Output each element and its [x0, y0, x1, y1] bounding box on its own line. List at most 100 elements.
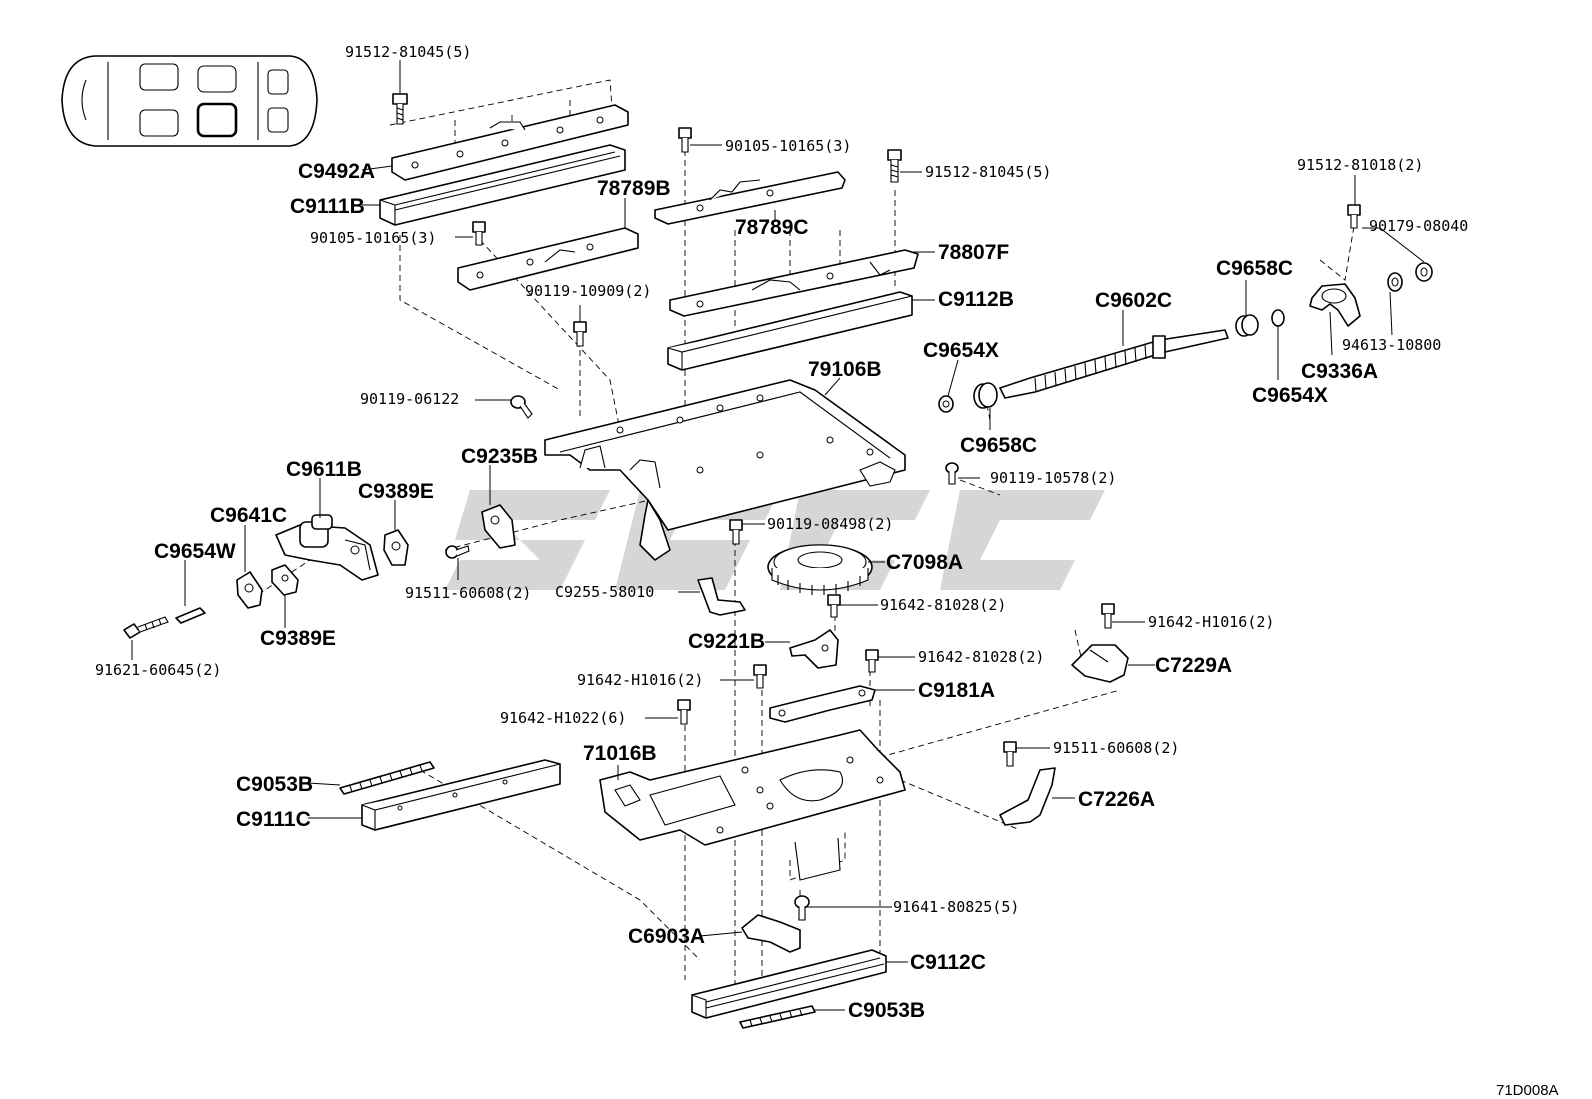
- label-c9181a: C9181A: [918, 679, 995, 702]
- screw-icon: [1003, 741, 1017, 767]
- label-91642-81028: 91642-81028(2): [918, 648, 1044, 666]
- plate-c9389e-lower: [271, 564, 299, 596]
- leader-lines: [131, 60, 1425, 1011]
- nut-icon: [1415, 262, 1433, 282]
- label-c9112c: C9112C: [910, 951, 986, 974]
- bracket-78789b: [457, 227, 639, 291]
- screw-icon: [1101, 603, 1115, 629]
- screw-icon: [510, 395, 533, 419]
- strip-c9053b: [339, 761, 435, 795]
- label-c9389e: C9389E: [358, 480, 434, 503]
- label-90119-08498: 90119-08498(2): [767, 515, 893, 533]
- label-78807f: 78807F: [938, 241, 1009, 264]
- label-91642-h1016: 91642-H1016(2): [1148, 613, 1274, 631]
- label-c9112b: C9112B: [938, 288, 1014, 311]
- plate-c9641c: [236, 571, 263, 609]
- part-labels: 91512-81045(5) C9492A C9111B 90105-10165…: [95, 43, 1559, 1099]
- label-91642-h1016: 91642-H1016(2): [577, 671, 703, 689]
- label-94613-10800: 94613-10800: [1342, 336, 1441, 354]
- label-c9336a: C9336A: [1301, 360, 1378, 383]
- upper-rail-c9111b: [379, 144, 626, 226]
- label-c7226a: C7226A: [1078, 788, 1155, 811]
- motor-gearbox-c9611b: [275, 514, 379, 581]
- screw-icon: [472, 221, 486, 246]
- label-c9492a: C9492A: [298, 160, 375, 183]
- label-c9611b: C9611B: [286, 458, 362, 481]
- label-91512-81045: 91512-81045(5): [345, 43, 471, 61]
- label-71016b: 71016B: [583, 742, 657, 765]
- bracket-78807f: [669, 249, 919, 317]
- collar-c9658c: [1235, 314, 1259, 337]
- base-frame-71016b: [599, 729, 906, 881]
- label-91621-60645: 91621-60645(2): [95, 661, 221, 679]
- collar-c9658c: [973, 382, 998, 409]
- label-c9221b: C9221B: [688, 630, 765, 653]
- label-91512-81018: 91512-81018(2): [1297, 156, 1423, 174]
- rod-c9654w: [175, 607, 206, 624]
- label-90105-10165: 90105-10165(3): [310, 229, 436, 247]
- label-c6903a: C6903A: [628, 925, 705, 948]
- screw-icon: [865, 649, 879, 673]
- label-c9654w: C9654W: [154, 540, 236, 563]
- plate-c9181a: [769, 685, 876, 723]
- plate-c9389e: [383, 529, 409, 566]
- label-91511-60608: 91511-60608(2): [1053, 739, 1179, 757]
- label-91512-81045: 91512-81045(5): [925, 163, 1051, 181]
- label-c9111c: C9111C: [236, 808, 311, 831]
- bracket-c9221b: [789, 629, 839, 669]
- screw-icon: [753, 664, 767, 689]
- screw-icon: [827, 594, 841, 618]
- bracket-c9336a: [1309, 283, 1361, 327]
- label-c9053b: C9053B: [848, 999, 925, 1022]
- label-c9658c: C9658C: [960, 434, 1037, 457]
- label-90119-06122: 90119-06122: [360, 390, 459, 408]
- screw-shaft-c9602c: [999, 329, 1229, 399]
- upper-rail-c9492a: [391, 104, 629, 181]
- label-91642-h1022: 91642-H1022(6): [500, 709, 626, 727]
- label-79106b: 79106B: [808, 358, 882, 381]
- label-91641-80825: 91641-80825(5): [893, 898, 1019, 916]
- label-c9658c: C9658C: [1216, 257, 1293, 280]
- bolt-icon: [392, 93, 408, 125]
- label-c9235b: C9235B: [461, 445, 538, 468]
- label-c7098a: C7098A: [886, 551, 963, 574]
- bracket-c9255-58010: [697, 577, 746, 616]
- label-91642-81028: 91642-81028(2): [880, 596, 1006, 614]
- screw-icon: [678, 127, 692, 153]
- label-c9389e: C9389E: [260, 627, 336, 650]
- washer-c9654x: [1271, 309, 1285, 327]
- washer-c9654x: [938, 395, 954, 413]
- screw-icon: [729, 519, 743, 545]
- bracket-78789c: [654, 171, 846, 225]
- bolt-icon: [123, 616, 169, 639]
- nut-icon: [1387, 272, 1403, 292]
- label-90105-10165: 90105-10165(3): [725, 137, 851, 155]
- label-78789c: 78789C: [735, 216, 809, 239]
- label-78789b: 78789B: [597, 177, 671, 200]
- bracket-c7229a: [1071, 644, 1129, 683]
- label-90179-08040: 90179-08040: [1369, 217, 1468, 235]
- label-c9053b: C9053B: [236, 773, 313, 796]
- bracket-c6903a: [741, 914, 801, 953]
- label-c9654x: C9654X: [923, 339, 999, 362]
- label-c7229a: C7229A: [1155, 654, 1232, 677]
- bolt-icon: [794, 895, 810, 921]
- label-90119-10909: 90119-10909(2): [525, 282, 651, 300]
- bolt-icon: [887, 149, 902, 183]
- rail-c9112b: [667, 291, 913, 371]
- frame-79106b: [544, 379, 906, 561]
- strip-c9053b-lower: [739, 1005, 816, 1029]
- gear-c7098a: [767, 544, 873, 595]
- bolt-icon: [1347, 204, 1361, 229]
- screw-icon: [573, 321, 587, 347]
- screw-icon: [677, 699, 691, 725]
- label-90119-10578: 90119-10578(2): [990, 469, 1116, 487]
- bracket-c7226a: [999, 767, 1056, 826]
- lower-rail-c9112c: [691, 949, 887, 1019]
- label-c9255-58010: C9255-58010: [555, 583, 654, 601]
- screw-icon: [445, 545, 470, 559]
- label-91511-60608: 91511-60608(2): [405, 584, 531, 602]
- lower-rail-c9111c: [361, 759, 561, 831]
- plate-c9235b: [481, 504, 516, 549]
